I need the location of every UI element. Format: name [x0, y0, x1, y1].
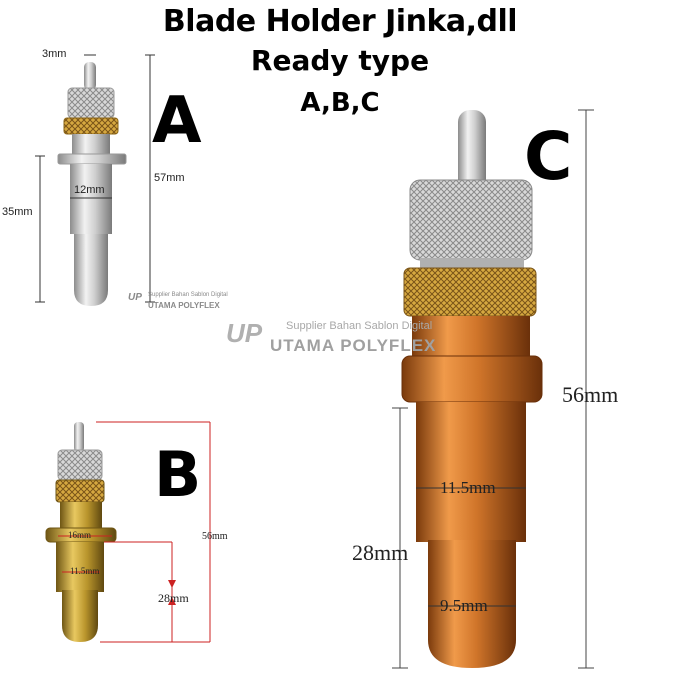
holder-a — [35, 54, 155, 306]
watermark-logo-small: UP — [128, 292, 142, 303]
dim-c-upper-diameter: 11.5mm — [440, 478, 496, 497]
dim-b-lower: 11.5mm — [70, 566, 100, 576]
watermark-brand: UTAMA POLYFLEX — [270, 336, 437, 355]
dim-c-lower-diameter: 9.5mm — [440, 596, 488, 615]
watermark-logo: UP — [226, 318, 263, 348]
holder-b — [45, 421, 211, 643]
dim-b-body: 28mm — [158, 591, 189, 605]
label-c: C — [524, 118, 573, 195]
dim-b-upper: 16mm — [68, 530, 92, 540]
dim-a-height: 57mm — [154, 172, 185, 184]
watermark-tagline-small: Supplier Bahan Sablon Digital — [148, 292, 228, 298]
dim-a-body: 35mm — [2, 206, 33, 218]
watermark-brand-small: UTAMA POLYFLEX — [148, 301, 220, 310]
page-subtitle: Ready type — [250, 44, 430, 77]
dim-b-height: 56mm — [202, 531, 228, 542]
dim-c-height: 56mm — [562, 382, 619, 407]
label-b: B — [154, 438, 202, 511]
dim-a-diameter: 12mm — [74, 184, 105, 196]
watermark-tagline: Supplier Bahan Sablon Digital — [286, 320, 433, 332]
types-line: A,B,C — [300, 88, 380, 118]
dim-a-tip: 3mm — [42, 48, 67, 60]
page-title: Blade Holder Jinka,dll — [162, 4, 518, 39]
dim-c-body: 28mm — [352, 540, 409, 565]
holder-c — [392, 109, 594, 669]
label-a: A — [152, 84, 202, 158]
